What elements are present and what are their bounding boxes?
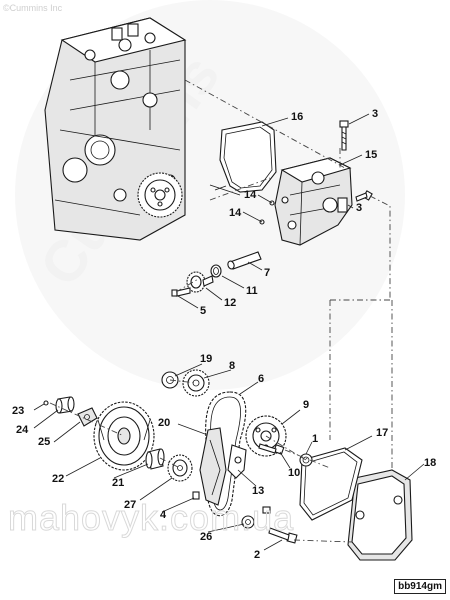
callout-21: 21 (112, 477, 124, 489)
watermark-site: mahovyk.com.ua (8, 497, 294, 538)
tensioner-13 (227, 444, 247, 479)
callout-6: 6 (258, 373, 264, 385)
bolt-4 (192, 491, 200, 500)
callout-24: 24 (16, 424, 29, 436)
seal-ring-11 (210, 264, 222, 278)
callout-23: 23 (12, 405, 24, 417)
callout-17: 17 (376, 427, 388, 439)
small-gear-27 (167, 454, 193, 482)
sprocket-8 (182, 369, 210, 397)
callout-19: 19 (200, 353, 212, 365)
gasket-17 (299, 447, 363, 521)
callout-26: 26 (200, 531, 212, 543)
callout-1: 1 (312, 433, 318, 445)
bushing-21 (145, 448, 165, 470)
callout-14-lower: 14 (229, 207, 242, 219)
bolt-3-right (355, 190, 373, 202)
callout-5: 5 (200, 305, 206, 317)
callout-7: 7 (264, 267, 270, 279)
assembly-lines (49, 79, 393, 543)
callout-12: 12 (224, 297, 236, 309)
callout-25: 25 (38, 436, 50, 448)
figure-id-label: bb914gm (394, 579, 446, 594)
callout-11: 11 (246, 285, 258, 297)
callout-3-right: 3 (356, 202, 362, 214)
bolt-10 (258, 443, 285, 455)
callout-27: 27 (124, 499, 136, 511)
callout-16: 16 (291, 111, 303, 123)
callout-2: 2 (254, 549, 260, 561)
engine-cam-gear (137, 172, 183, 218)
drive-gear-12 (186, 271, 214, 293)
callout-4: 4 (160, 509, 167, 521)
leader-lines (33, 113, 425, 551)
callout-9: 9 (303, 399, 309, 411)
front-cover-18 (347, 469, 413, 561)
watermark-copyright: ©Cummins Inc (3, 3, 63, 13)
washer-26 (241, 515, 255, 529)
callout-8: 8 (229, 360, 235, 372)
callout-13: 13 (252, 485, 264, 497)
callout-3-top: 3 (372, 108, 378, 120)
callout-15: 15 (365, 149, 377, 161)
callout-18: 18 (424, 457, 436, 469)
bolt-3-top (339, 120, 349, 151)
callout-labels: 16 3 15 14 14 3 7 11 12 5 19 8 6 9 20 23… (12, 108, 436, 561)
plate-25 (77, 407, 98, 427)
shaft-7 (227, 251, 262, 270)
housing-15 (274, 157, 353, 246)
fastener-26b (262, 506, 271, 514)
chain-guide-20 (199, 427, 227, 506)
callout-22: 22 (52, 473, 64, 485)
bushing-24 (55, 396, 75, 414)
callout-20: 20 (158, 417, 170, 429)
bolt-5 (171, 287, 191, 297)
callout-10: 10 (288, 467, 300, 479)
callout-14-upper: 14 (244, 189, 257, 201)
pin-23 (43, 400, 49, 406)
